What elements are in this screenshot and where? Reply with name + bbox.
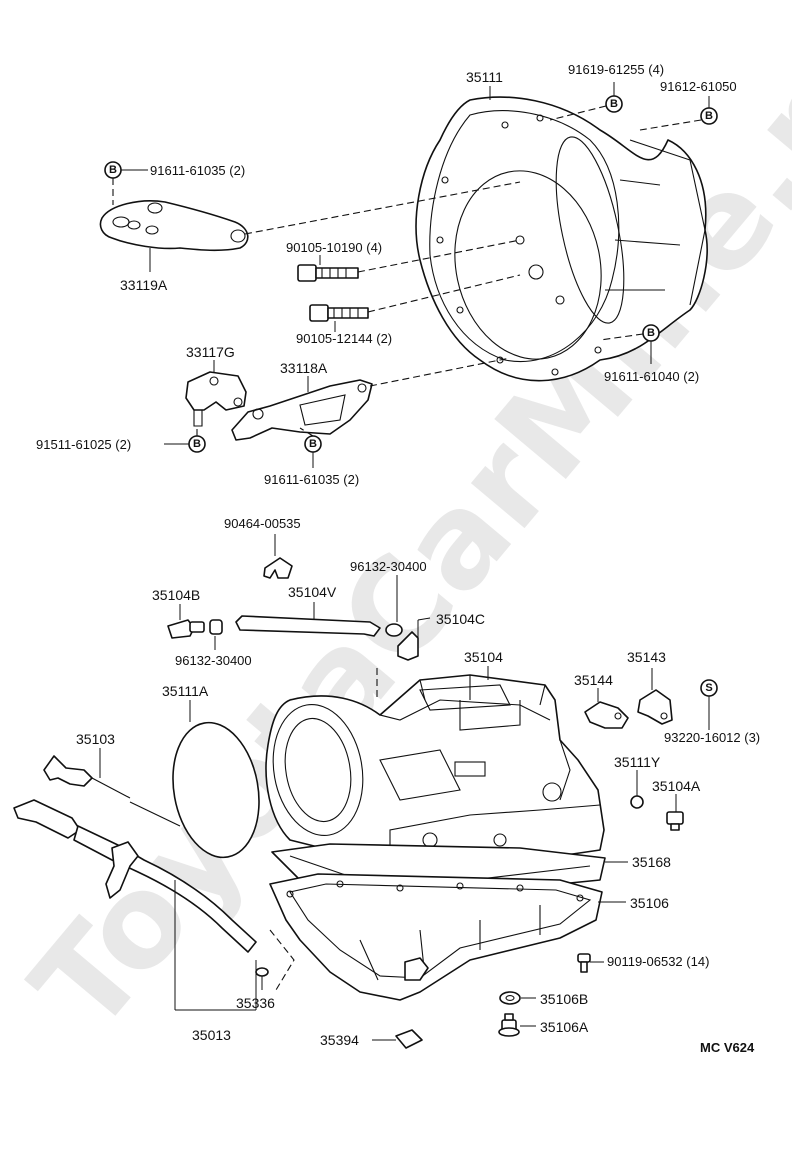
part-33118a-bracket [231, 379, 373, 441]
label-35106: 35106 [630, 895, 669, 911]
part-35143 [637, 689, 673, 725]
gasket-35111a [172, 721, 260, 859]
hose-35104v [235, 615, 381, 637]
label-35106a: 35106A [540, 1019, 589, 1035]
label-35111y: 35111Y [614, 754, 661, 770]
mark-b-91612: B [700, 107, 718, 125]
clip-96132-top [385, 623, 403, 637]
mark-b-91619: B [605, 95, 623, 113]
plug-35104a [666, 811, 684, 831]
label-35336: 35336 [236, 995, 275, 1011]
part-33119a-bracket [99, 200, 249, 252]
label-91511-61025: 91511-61025 (2) [36, 437, 131, 452]
svg-text:B: B [610, 98, 618, 110]
plug-35106a [498, 1013, 520, 1037]
fitting-35104b [167, 619, 223, 639]
oil-pan-35106 [269, 873, 603, 1001]
label-91612-61050: 91612-61050 [660, 79, 737, 94]
label-35143: 35143 [627, 649, 666, 665]
svg-text:B: B [193, 438, 201, 450]
label-96132-30400-bot: 96132-30400 [175, 653, 252, 668]
dipstick-35103 [43, 755, 181, 827]
label-35104b: 35104B [152, 587, 200, 603]
oring-35336 [255, 967, 269, 977]
bolt-90105-10190 [297, 264, 359, 282]
label-33118a: 33118A [280, 360, 328, 376]
bolt-90119-06532 [577, 953, 591, 973]
svg-text:B: B [705, 110, 713, 122]
svg-text:B: B [309, 438, 317, 450]
label-93220-16012: 93220-16012 (3) [664, 730, 760, 745]
svg-text:B: B [109, 164, 117, 176]
label-91611-61040: 91611-61040 (2) [604, 369, 699, 384]
label-91611-61035-mid: 91611-61035 (2) [264, 472, 359, 487]
label-35104v: 35104V [288, 584, 337, 600]
label-35111: 35111 [466, 69, 503, 85]
label-96132-30400-top: 96132-30400 [350, 559, 427, 574]
gasket-35106b [499, 991, 521, 1005]
part-35144 [584, 701, 629, 729]
clip-90464-00535 [263, 557, 293, 579]
label-91611-61035-top: 91611-61035 (2) [150, 163, 245, 178]
bolt-90105-12144 [309, 304, 369, 322]
label-90105-10190: 90105-10190 (4) [286, 240, 382, 255]
label-35103: 35103 [76, 731, 115, 747]
label-35104: 35104 [464, 649, 503, 665]
svg-text:S: S [705, 682, 712, 694]
label-90119-06532: 90119-06532 (14) [607, 954, 709, 969]
label-33119a: 33119A [120, 277, 168, 293]
label-91619-61255: 91619-61255 (4) [568, 62, 664, 77]
mark-b-91611-mid: B [304, 435, 322, 453]
part-33117g [185, 371, 247, 427]
mark-b-91611-top: B [104, 161, 122, 179]
tube-35013 [13, 799, 257, 953]
label-35013: 35013 [192, 1027, 231, 1043]
label-35111a: 35111A [162, 683, 209, 699]
mark-b-91511: B [188, 435, 206, 453]
oring-35111y [630, 795, 644, 809]
magnet-35394 [395, 1029, 423, 1049]
label-35104a: 35104A [652, 778, 701, 794]
label-35168: 35168 [632, 854, 671, 870]
mark-b-91611-61040: B [642, 324, 660, 342]
label-90105-12144: 90105-12144 (2) [296, 331, 392, 346]
figure-code: MC V624 [700, 1040, 755, 1055]
label-35144: 35144 [574, 672, 613, 688]
label-35394: 35394 [320, 1032, 359, 1048]
mark-s-93220: S [700, 679, 718, 697]
label-35104c: 35104C [436, 611, 485, 627]
label-33117g: 33117G [186, 344, 235, 360]
label-90464-00535: 90464-00535 [224, 516, 301, 531]
svg-text:B: B [647, 327, 655, 339]
fitting-35104c [397, 617, 431, 661]
label-35106b: 35106B [540, 991, 588, 1007]
